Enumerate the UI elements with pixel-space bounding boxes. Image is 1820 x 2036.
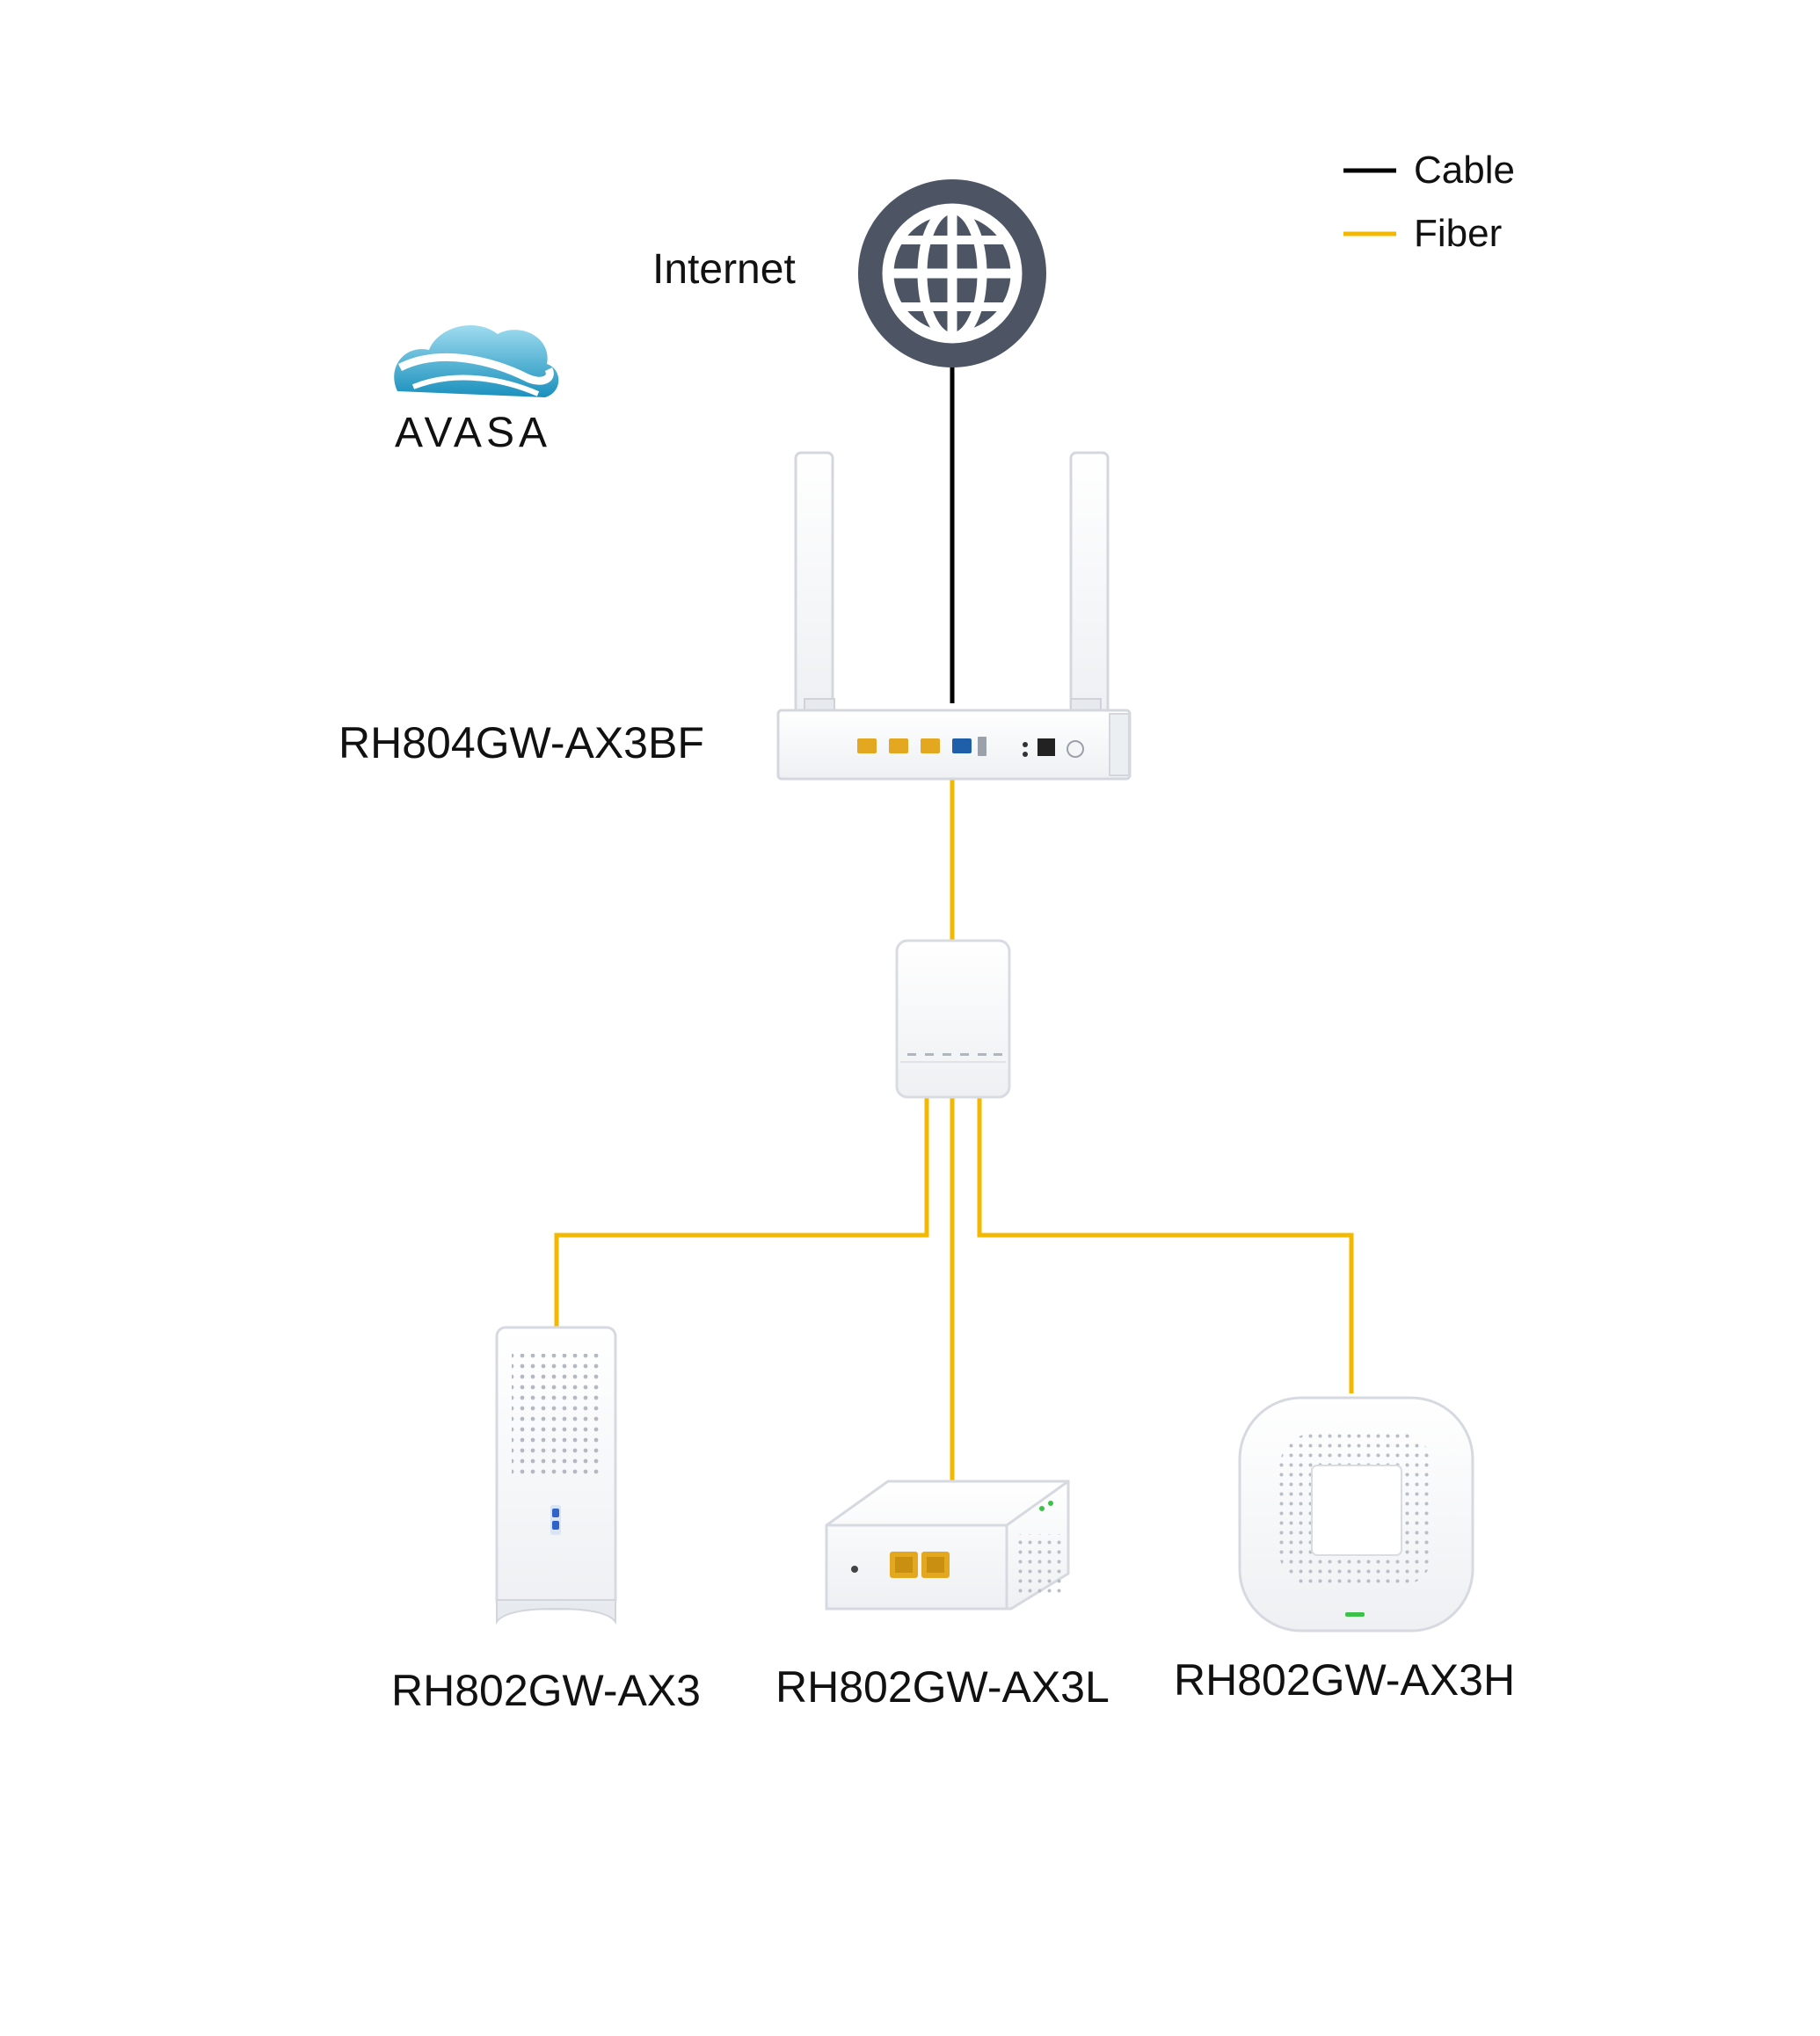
ax3-label: RH802GW-AX3 xyxy=(391,1666,701,1715)
ax3l-label: RH802GW-AX3L xyxy=(775,1662,1110,1712)
splitter-device xyxy=(895,939,1011,1099)
splitter-body xyxy=(895,939,1011,1099)
legend-cable-label: Cable xyxy=(1414,149,1515,192)
fiber-splitter-to-ax3h xyxy=(977,1097,1354,1393)
ax3h-label: RH802GW-AX3H xyxy=(1174,1655,1515,1705)
internet-label: Internet xyxy=(652,246,796,293)
gateway-ports xyxy=(857,737,1084,758)
endpoint-ax3: RH802GW-AX3 xyxy=(391,1326,701,1715)
antenna-right xyxy=(1069,451,1110,718)
gateway-device: RH804GW-AX3BF xyxy=(339,451,1132,781)
legend: Cable Fiber xyxy=(1343,149,1515,255)
cloud-logo xyxy=(394,324,559,397)
connections xyxy=(554,360,1354,1481)
internet-node: Internet xyxy=(652,179,1046,367)
endpoint-ax3l: RH802GW-AX3L xyxy=(775,1480,1110,1712)
logo-text: AVASA xyxy=(395,410,551,456)
avasa-logo: AVASA xyxy=(394,324,559,456)
endpoint-ax3h: RH802GW-AX3H xyxy=(1174,1396,1515,1705)
antenna-left xyxy=(794,451,834,718)
fiber-splitter-to-ax3 xyxy=(554,1097,929,1327)
legend-fiber-label: Fiber xyxy=(1414,212,1502,255)
globe-icon xyxy=(858,179,1046,367)
gateway-label: RH804GW-AX3BF xyxy=(339,718,704,767)
